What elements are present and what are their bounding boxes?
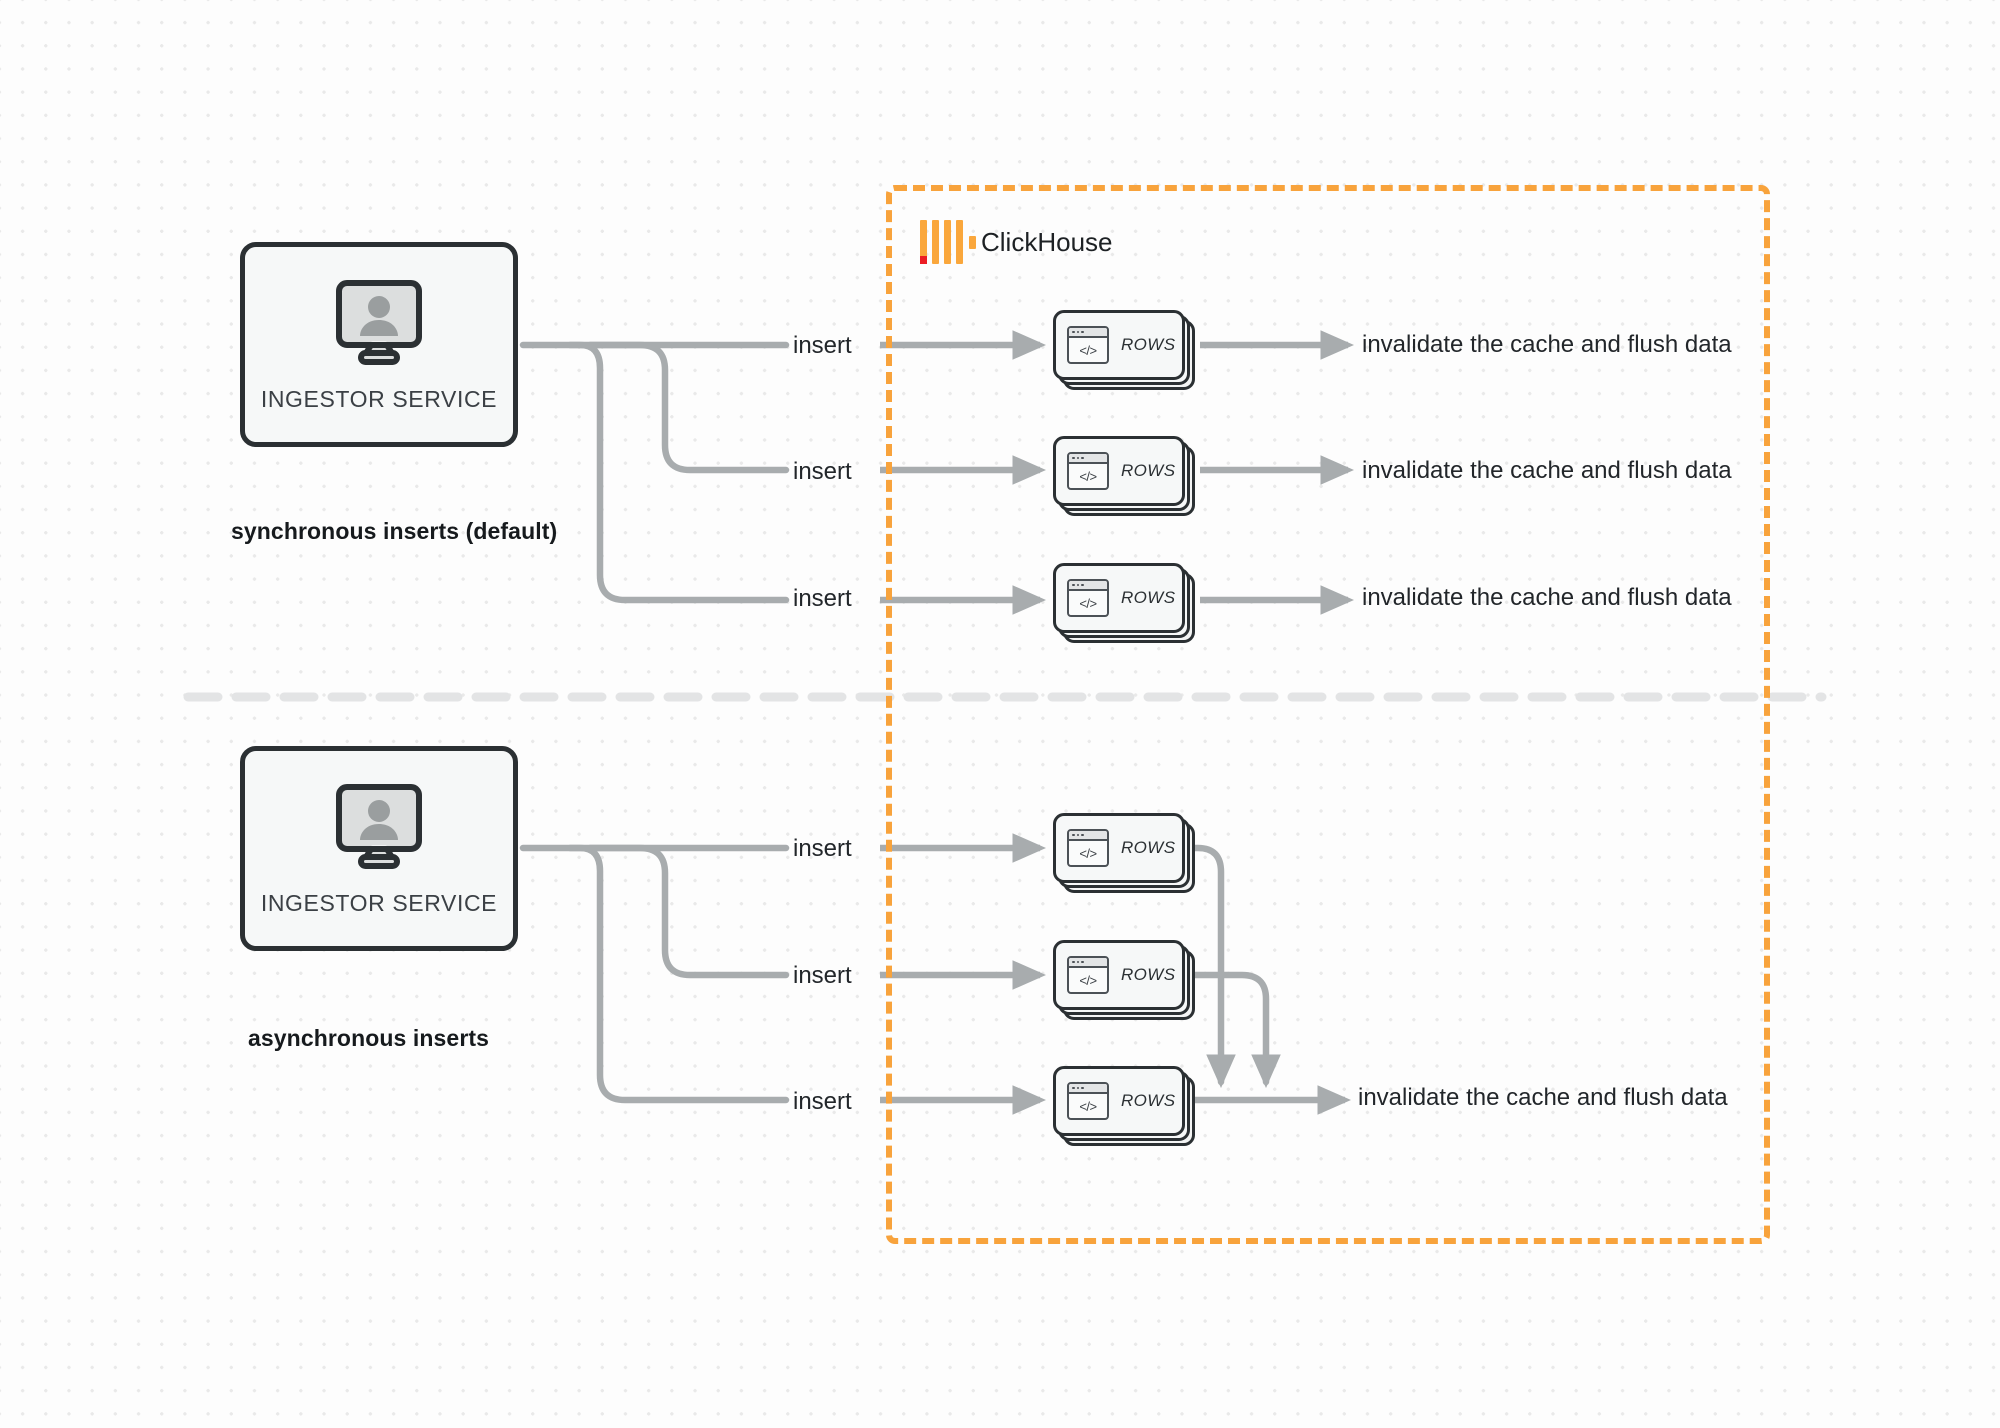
rows-card-label: ROWS — [1121, 965, 1176, 984]
code-window-icon: </> — [1067, 1082, 1109, 1120]
rows-card-sync-1[interactable]: </> ROWS — [1053, 310, 1195, 390]
sync-fanout-connectors — [519, 341, 790, 604]
outcome-label-sync-2: invalidate the cache and flush data — [1362, 457, 1732, 484]
monitor-user-icon — [333, 783, 425, 874]
async-merge-connectors — [1186, 844, 1281, 1089]
monitor-user-icon — [333, 279, 425, 370]
async-insert-arrows — [880, 833, 1047, 1115]
clickhouse-brand: ClickHouse — [920, 220, 1113, 264]
outcome-label-sync-1: invalidate the cache and flush data — [1362, 331, 1732, 358]
rows-card-label: ROWS — [1121, 461, 1176, 480]
code-glyph: </> — [1079, 1098, 1097, 1114]
code-window-icon: </> — [1067, 326, 1109, 364]
code-window-icon: </> — [1067, 829, 1109, 867]
sync-outcome-arrows — [1200, 330, 1355, 615]
code-glyph: </> — [1079, 595, 1097, 611]
rows-card-sync-3[interactable]: </> ROWS — [1053, 563, 1195, 643]
code-window-icon: </> — [1067, 452, 1109, 490]
async-fanout-connectors — [519, 844, 790, 1104]
insert-label-async-1: insert — [793, 835, 852, 862]
insert-label-sync-3: insert — [793, 585, 852, 612]
sync-insert-arrows — [880, 330, 1047, 615]
insert-label-sync-1: insert — [793, 332, 852, 359]
service-label: INGESTOR SERVICE — [260, 385, 498, 412]
outcome-label-async: invalidate the cache and flush data — [1358, 1084, 1728, 1111]
section-caption-synchronous: synchronous inserts (default) — [231, 518, 558, 544]
section-caption-asynchronous: asynchronous inserts — [248, 1025, 490, 1051]
rows-card-label: ROWS — [1121, 838, 1176, 857]
outcome-label-sync-3: invalidate the cache and flush data — [1362, 584, 1732, 611]
sidebar-item-ingestor-service-sync[interactable]: INGESTOR SERVICE — [240, 242, 518, 447]
insert-label-sync-2: insert — [793, 458, 852, 485]
rows-card-label: ROWS — [1121, 335, 1176, 354]
code-glyph: </> — [1079, 468, 1097, 484]
rows-card-async-2[interactable]: </> ROWS — [1053, 940, 1195, 1020]
rows-card-label: ROWS — [1121, 1091, 1176, 1110]
code-glyph: </> — [1079, 845, 1097, 861]
clickhouse-logo-icon — [920, 220, 976, 264]
insert-label-async-2: insert — [793, 962, 852, 989]
clickhouse-label: ClickHouse — [981, 226, 1113, 257]
insert-label-async-3: insert — [793, 1088, 852, 1115]
rows-card-label: ROWS — [1121, 588, 1176, 607]
rows-card-async-3[interactable]: </> ROWS — [1053, 1066, 1195, 1146]
service-label: INGESTOR SERVICE — [260, 889, 498, 916]
code-window-icon: </> — [1067, 579, 1109, 617]
code-window-icon: </> — [1067, 956, 1109, 994]
rows-card-async-1[interactable]: </> ROWS — [1053, 813, 1195, 893]
code-glyph: </> — [1079, 342, 1097, 358]
code-glyph: </> — [1079, 972, 1097, 988]
sidebar-item-ingestor-service-async[interactable]: INGESTOR SERVICE — [240, 746, 518, 951]
rows-card-sync-2[interactable]: </> ROWS — [1053, 436, 1195, 516]
